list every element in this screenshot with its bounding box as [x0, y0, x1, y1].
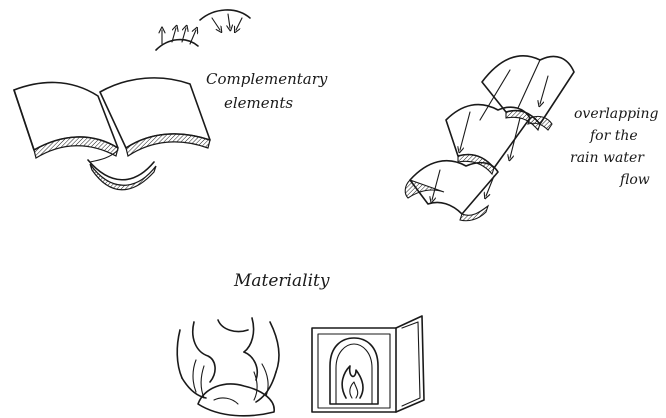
hands-kneading-clay-sketch: [177, 318, 279, 416]
kiln-with-fire-sketch: [312, 316, 424, 412]
complementary-label-2: elements: [224, 94, 293, 112]
overlap-label-1: overlapping: [574, 106, 659, 122]
materiality-heading: Materiality: [233, 271, 330, 291]
complementary-label-1: Complementary: [206, 70, 328, 88]
inward-arrows-icon: [156, 10, 250, 50]
overlapping-tiles-sketch: [405, 56, 574, 221]
overlap-label-3: rain water: [570, 150, 645, 166]
complementary-tiles-sketch: [14, 78, 210, 190]
overlap-label-4: flow: [619, 172, 650, 188]
overlap-label-2: for the: [589, 128, 638, 144]
